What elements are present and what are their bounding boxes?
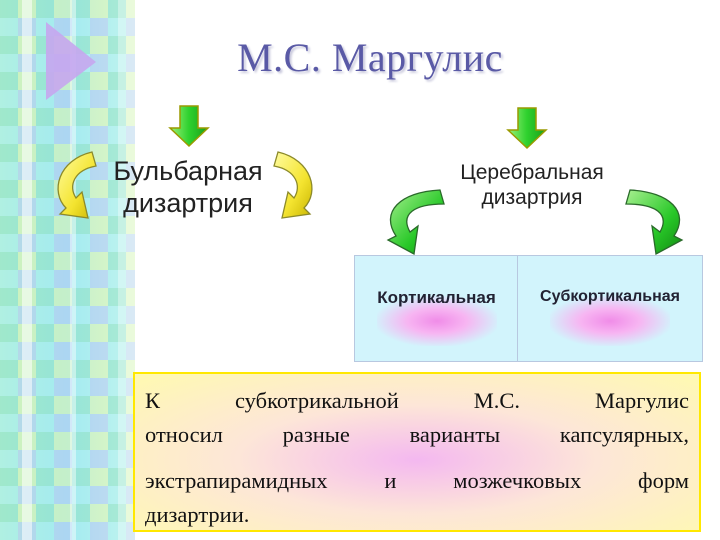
cortical-glow xyxy=(376,296,497,347)
note-line1: К субкотрикальной М.С. Маргулис xyxy=(145,388,689,413)
subcortical-label: Субкортикальная xyxy=(540,288,680,305)
cortical-label: Кортикальная xyxy=(377,288,496,307)
curved-arrow-left-icon xyxy=(57,151,97,219)
note-line4: дизартрии. xyxy=(145,502,250,527)
cerebral-dysarthria-label: Церебральная дизартрия xyxy=(432,160,632,210)
page-title: М.С. Маргулис xyxy=(237,35,503,80)
cerebral-line1: Церебральная xyxy=(460,161,604,184)
bulbar-line2: дизартрия xyxy=(123,188,253,219)
note-box: К субкотрикальной М.С. Маргулис относил … xyxy=(133,372,701,532)
bulbar-line1: Бульбарная xyxy=(113,156,263,186)
note-line2: относил разные варианты капсулярных, xyxy=(145,422,689,447)
decorative-side-stripe xyxy=(0,0,135,540)
bulbar-dysarthria-label: Бульбарная дизартрия xyxy=(98,155,278,220)
subcortical-box: Субкортикальная xyxy=(517,255,703,362)
note-line3: экстрапирамидных и мозжечковых форм xyxy=(145,468,689,493)
subcortical-glow xyxy=(550,296,670,347)
down-arrow-bulbar-icon xyxy=(168,105,210,148)
curved-arrow-to-subcortical-icon xyxy=(625,189,684,256)
down-arrow-cerebral-icon xyxy=(506,107,548,150)
cerebral-line2: дизартрия xyxy=(481,186,583,210)
curved-arrow-right-icon xyxy=(273,151,313,219)
cortical-box: Кортикальная xyxy=(354,255,519,362)
curved-arrow-to-cortical-icon xyxy=(386,189,445,256)
